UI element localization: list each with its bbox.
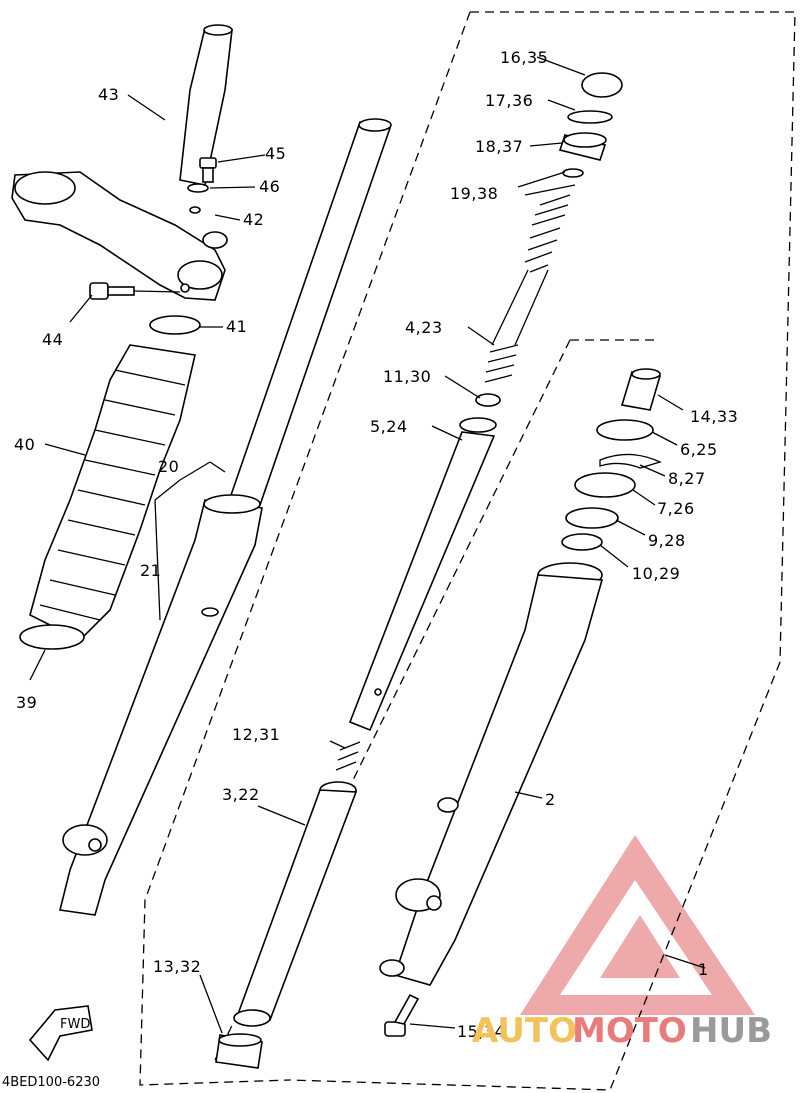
watermark-part3: HUB (690, 1011, 772, 1051)
ring-11 (475, 393, 501, 407)
washer-9 (565, 507, 619, 529)
callout-44: 44 (42, 330, 63, 349)
inner-tube-3 (233, 781, 358, 1027)
callout-9: 9,28 (648, 531, 686, 550)
fork-spring (484, 184, 576, 383)
spacer-18 (558, 132, 607, 161)
fork-assembly-left (59, 118, 392, 916)
watermark-text: AUTO MOTO HUB (472, 1011, 772, 1051)
fwd-arrow-icon: FWD (28, 1005, 93, 1062)
oil-seal-7 (574, 472, 636, 498)
bolt-44 (89, 282, 181, 300)
callout-17: 17,36 (485, 91, 533, 110)
dust-seal-6 (596, 419, 654, 441)
callout-21: 21 (140, 561, 161, 580)
bolt-45 (199, 157, 217, 183)
callout-42: 42 (243, 210, 264, 229)
callout-45: 45 (265, 144, 286, 163)
callout-labels: 43 45 46 42 44 41 40 20 21 39 16,35 17,3… (14, 48, 738, 1041)
steering-stem (179, 24, 233, 186)
callout-11: 11,30 (383, 367, 431, 386)
outer-tube-2 (379, 562, 604, 986)
bolt-15 (384, 993, 420, 1037)
washer-46 (187, 183, 209, 193)
oil-lock-piece-13 (215, 1033, 263, 1069)
fork-boot-40 (29, 344, 196, 641)
o-ring-17 (567, 110, 613, 124)
callout-15: 15,34 (457, 1022, 505, 1041)
slide-metal-10 (561, 533, 603, 551)
seat-19 (562, 168, 584, 178)
leader-lines (29, 56, 706, 1034)
callout-4: 4,23 (405, 318, 443, 337)
callout-12: 12,31 (232, 725, 280, 744)
callout-1: 1 (698, 960, 709, 979)
watermark-logo (520, 835, 755, 1015)
callout-41: 41 (226, 317, 247, 336)
callout-46: 46 (259, 177, 280, 196)
callout-39: 39 (16, 693, 37, 712)
cap-bolt-16 (581, 72, 623, 98)
callout-40: 40 (14, 435, 35, 454)
callout-10: 10,29 (632, 564, 680, 583)
callout-13: 13,32 (153, 957, 201, 976)
collar-42 (189, 206, 228, 249)
damper-rod-5 (348, 417, 497, 732)
watermark-part2: MOTO (572, 1011, 687, 1051)
callout-20: 20 (158, 457, 179, 476)
callout-6: 6,25 (680, 440, 718, 459)
callout-18: 18,37 (475, 137, 523, 156)
callout-7: 7,26 (657, 499, 695, 518)
band-39 (19, 624, 85, 650)
rebound-spring-12 (335, 741, 361, 771)
band-41 (149, 315, 201, 335)
callout-5: 5,24 (370, 417, 408, 436)
callout-16: 16,35 (500, 48, 548, 67)
watermark-part1: AUTO (472, 1011, 577, 1051)
slide-metal-14 (620, 368, 662, 411)
diagram-code: 4BED100-6230 (2, 1075, 100, 1090)
callout-43: 43 (98, 85, 119, 104)
fwd-label: FWD (60, 1017, 90, 1032)
callout-3: 3,22 (222, 785, 260, 804)
callout-19: 19,38 (450, 184, 498, 203)
clip-8 (599, 453, 662, 469)
callout-14: 14,33 (690, 407, 738, 426)
callout-8: 8,27 (668, 469, 706, 488)
callout-2: 2 (545, 790, 556, 809)
lower-bracket (11, 171, 226, 301)
